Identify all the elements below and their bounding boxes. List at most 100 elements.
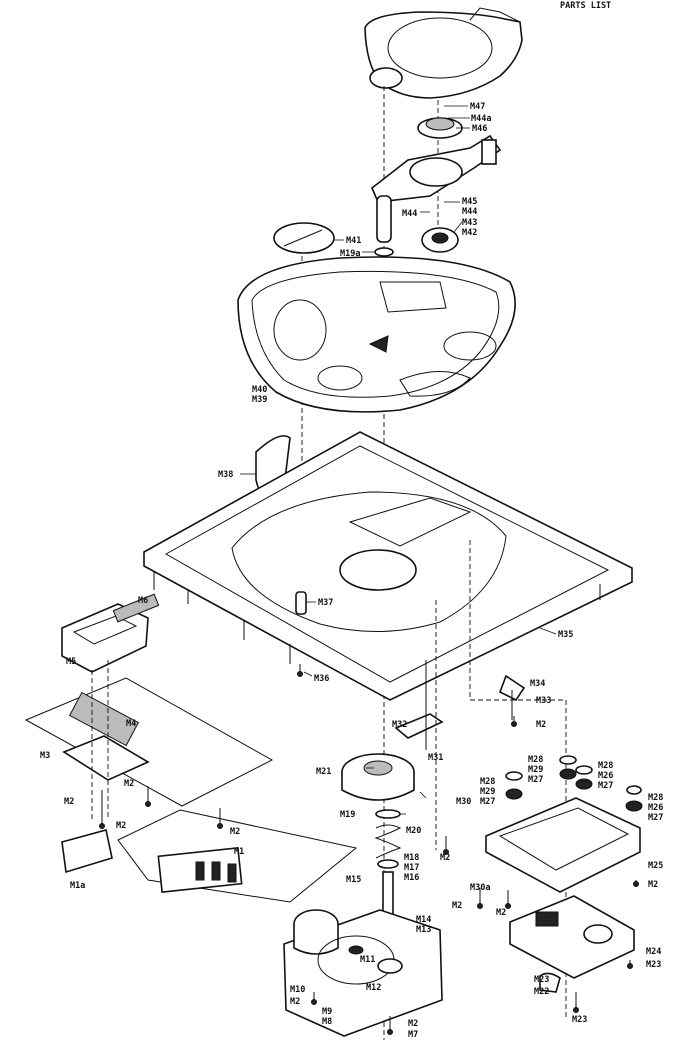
routing-dashed-line [469, 540, 567, 740]
label-m29-a: M29 [528, 765, 543, 775]
pcb-m1-outline [117, 809, 358, 903]
label-m16: M16 [404, 873, 419, 883]
laser-unit-m24 [509, 895, 635, 993]
label-m1a: M1a [70, 881, 85, 891]
label-m13: M13 [416, 925, 431, 935]
label-m17: M17 [404, 863, 419, 873]
label-m44a: M44a [471, 114, 491, 124]
disc-tray [237, 256, 516, 413]
spring-m20 [374, 824, 402, 859]
label-m2-f: M2 [290, 997, 300, 1007]
main-frame [143, 431, 633, 701]
label-m34: M34 [530, 679, 545, 689]
washer-m19 [375, 809, 401, 819]
label-m15: M15 [346, 875, 361, 885]
label-m29-b: M29 [480, 787, 495, 797]
label-m44-left: M44 [402, 209, 417, 219]
label-m37: M37 [318, 598, 333, 608]
label-m12: M12 [366, 983, 381, 993]
label-m25: M25 [648, 861, 663, 871]
bracket-m5 [61, 593, 160, 673]
label-m30: M30 [456, 797, 471, 807]
label-m2-j: M2 [124, 779, 134, 789]
label-m24: M24 [646, 947, 661, 957]
motor-assembly-m8 [283, 909, 443, 1037]
label-m4 [68, 691, 140, 747]
top-cover [364, 7, 523, 99]
label-m44-right: M44 [462, 207, 477, 217]
label-m6: M6 [138, 596, 148, 606]
disc-m41 [273, 222, 335, 254]
label-m2-e: M2 [440, 853, 450, 863]
lever-m34-m33 [498, 674, 526, 720]
label-m28-a: M28 [528, 755, 543, 765]
label-m28-b: M28 [480, 777, 495, 787]
label-m19a: M19a [340, 249, 360, 259]
slider-m31 [394, 660, 444, 750]
label-m31: M31 [428, 753, 443, 763]
label-m2-i: M2 [116, 821, 126, 831]
label-m9: M9 [322, 1007, 332, 1017]
label-m28-d: M28 [648, 793, 663, 803]
label-m35: M35 [558, 630, 573, 640]
label-m2-c: M2 [496, 908, 506, 918]
label-m27-c: M27 [598, 781, 613, 791]
label-m26-a: M26 [598, 771, 613, 781]
label-m10: M10 [290, 985, 305, 995]
knobs-m26-m27 [505, 755, 643, 812]
label-m27-a: M27 [528, 775, 543, 785]
leader-lines [240, 105, 557, 815]
label-m41: M41 [346, 236, 361, 246]
spindle-post [374, 195, 394, 257]
label-m4: M4 [126, 719, 136, 729]
washer-m18 [377, 859, 399, 869]
label-m20: M20 [406, 826, 421, 836]
label-m27-b: M27 [480, 797, 495, 807]
turntable-m21 [341, 753, 415, 801]
screws [99, 664, 639, 1035]
label-m2-h: M2 [64, 797, 74, 807]
pulley-m42 [421, 227, 459, 253]
label-m2-b: M2 [648, 880, 658, 890]
label-m26-b: M26 [648, 803, 663, 813]
label-m8: M8 [322, 1017, 332, 1027]
label-m3: M3 [40, 751, 50, 761]
label-m23-a: M23 [646, 960, 661, 970]
label-m47: M47 [470, 102, 485, 112]
label-m11: M11 [360, 955, 375, 965]
label-m22: M22 [534, 987, 549, 997]
board-m3 [62, 735, 150, 781]
label-m2-g: M2 [408, 1019, 418, 1029]
label-m45: M45 [462, 197, 477, 207]
label-m38: M38 [218, 470, 233, 480]
post-m37 [295, 591, 307, 615]
header-text: PARTS LIST [560, 1, 611, 11]
label-m27-d: M27 [648, 813, 663, 823]
connector-m1 [157, 847, 243, 893]
arm-bracket [371, 134, 502, 203]
pcb-m25 [485, 797, 641, 893]
label-m7: M7 [408, 1030, 418, 1040]
label-m23-b: M23 [534, 975, 549, 985]
part-labels: M47 M44a M46 M45 M44 M44 M43 M42 M41 M19… [40, 102, 663, 1040]
label-m42: M42 [462, 228, 477, 238]
label-m46: M46 [472, 124, 487, 134]
label-m39: M39 [252, 395, 267, 405]
gear-m46 [417, 117, 463, 139]
label-m1: M1 [234, 847, 244, 857]
label-m2-a: M2 [536, 720, 546, 730]
label-m21: M21 [316, 767, 331, 777]
label-m2-d: M2 [452, 901, 462, 911]
bracket-m1a [61, 829, 113, 874]
label-m14: M14 [416, 915, 431, 925]
label-m43: M43 [462, 218, 477, 228]
label-m40: M40 [252, 385, 267, 395]
label-m28-c: M28 [598, 761, 613, 771]
label-m5: M5 [66, 657, 76, 667]
pcb-m3-outline [24, 677, 274, 807]
label-m30a: M30a [470, 883, 490, 893]
label-m36: M36 [314, 674, 329, 684]
label-m19: M19 [340, 810, 355, 820]
label-m23-c: M23 [572, 1015, 587, 1025]
